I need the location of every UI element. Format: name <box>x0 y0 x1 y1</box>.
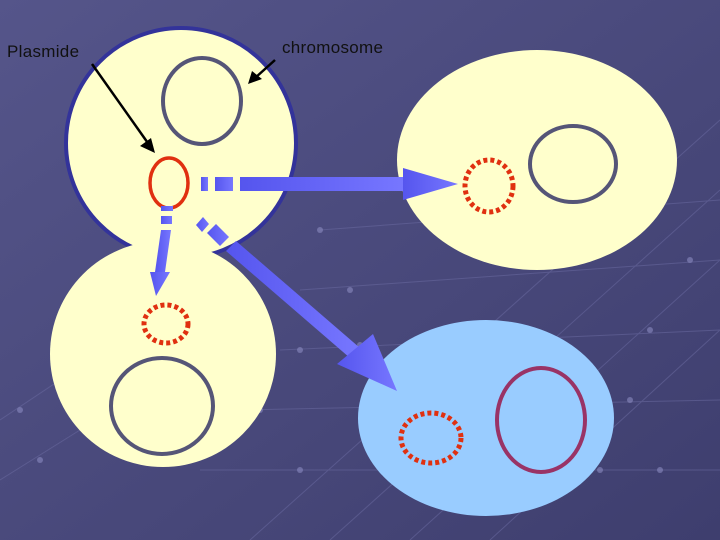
plasmid-copy-daughter <box>141 302 191 346</box>
daughter-chromosome <box>109 356 215 456</box>
transfer-arrow-down <box>150 206 173 296</box>
recipient-cell <box>358 320 614 516</box>
plasmid-pointer-arrow <box>90 63 155 153</box>
transfer-arrow-diagonal <box>196 217 397 391</box>
chromosome-label: chromosome <box>282 38 384 57</box>
chromosome-pointer-arrow <box>248 59 276 84</box>
daughter-cell <box>50 241 276 467</box>
right-daughter-cell <box>397 50 677 270</box>
plasmid-label: Plasmide <box>7 42 80 61</box>
donor-chromosome <box>161 56 243 146</box>
recipient-chromosome <box>495 366 587 474</box>
right-cell-chromosome <box>528 124 618 204</box>
plasmid-copy-right <box>462 157 516 215</box>
transfer-arrow-right <box>201 168 458 200</box>
plasmid-copy-recipient <box>398 410 464 466</box>
